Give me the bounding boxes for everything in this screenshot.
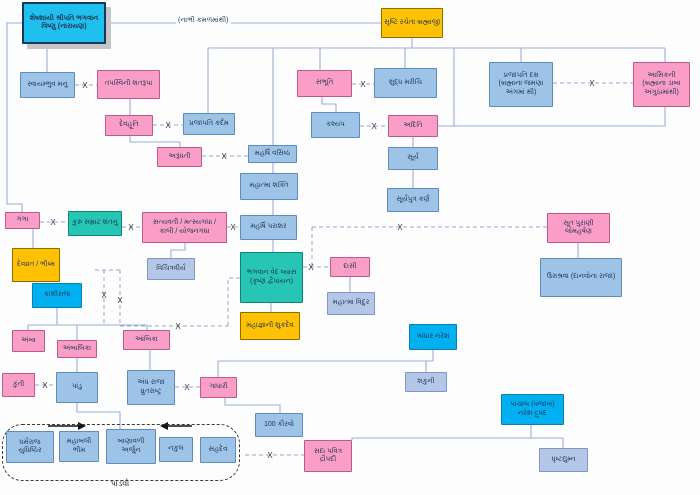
node-nakul: નકુલ (159, 437, 193, 462)
node-pandu: પાંડુ (56, 372, 98, 403)
marriage-x-mark: X (175, 322, 181, 331)
node-vishnu: શેષશાયી શ્રીપતિ ભગવાન વિષ્ણુ (નારાયણ) (22, 2, 106, 44)
marriage-x-mark: X (308, 263, 314, 272)
node-dhrishtadyumna: ધૃષ્ટદ્યુમ્ન (539, 448, 588, 472)
node-shakti: મહાત્મા શક્તિ (240, 173, 298, 200)
node-kunti: કુંતી (2, 373, 35, 397)
node-vidur: મહાત્મા વિદુર (327, 292, 375, 315)
node-kashyap: કશ્યપ (311, 112, 360, 138)
marriage-x-mark: X (165, 121, 171, 130)
node-dhritarashtra: અંધ રાજા ધ્રુતરાષ્ટ્ર (127, 370, 175, 405)
node-kashiraj: કાશીરાજ (32, 283, 82, 308)
node-devahuti: દેવહૂતિ (105, 115, 153, 136)
marriage-x-mark: X (117, 296, 123, 305)
node-shakuni: શકુની (405, 372, 447, 392)
marriage-x-mark: X (42, 381, 48, 390)
node-amba: અંબા (12, 330, 45, 352)
marriage-x-mark: X (589, 79, 595, 88)
node-shatrupa: તપસ્વિની શતરૂપા (97, 70, 160, 99)
node-satyavati: સત્યવતી / મત્સ્યગંધા / કાલી / યોજનગંધા (142, 212, 227, 243)
marriage-x-mark: X (371, 122, 377, 131)
node-brahma: સૃષ્ટિ રચેતા બ્રહ્માજી (381, 8, 443, 38)
node-ved-vyas: ભગવાન વેદ વ્યાસ (કૃષ્ણ દ્વૈપાયન) (240, 252, 303, 303)
marriage-x-mark: X (230, 223, 236, 232)
node-gandhar-naresh: ગાંધાર નરેશ (409, 324, 457, 350)
pandavas-group-label: પાંડવો (110, 479, 130, 488)
pandavas-group (2, 424, 240, 481)
node-shantanu: કુરુ સમ્રાટ શંતનુ (68, 211, 122, 236)
marriage-x-mark: X (184, 383, 190, 392)
node-marichi: શુદ્ધ મરીચિ (374, 68, 437, 98)
marriage-x-mark: X (360, 80, 366, 89)
node-surya: સૂર્ય (388, 147, 438, 170)
node-bhim: મહાબલી ભીમ (59, 431, 99, 462)
marriage-x-mark: X (267, 451, 273, 460)
node-kardam: પ્રજાપતિ કર્દમ (183, 113, 235, 135)
marriage-x-mark: X (82, 81, 88, 90)
node-aditi: અદિતિ (388, 115, 438, 137)
node-ambalika: અંબાલિકા (57, 340, 97, 358)
node-lomharshan: સૂત પુરાણી લોમહર્ષણ (547, 213, 610, 243)
node-swayambhuv-manu: સ્વાયમ્ભુવ મનુ (20, 72, 75, 98)
node-karna: સૂર્યપુત્ર કર્ણ (387, 188, 439, 212)
marriage-x-mark: X (397, 223, 403, 232)
node-arjun: બાણાવળી અર્જુન (106, 429, 156, 464)
node-sahadev: સહદેવ (200, 437, 236, 463)
node-drupad: પાંચાલ (પંજાબ) નરેશ દ્રુપદ (501, 394, 564, 425)
node-gandhari: ગાંધારી (200, 377, 237, 398)
lotus-note-label: (નાભી કમળમાંથી) (176, 17, 231, 25)
marriage-x-mark: X (128, 223, 134, 232)
marriage-x-mark: X (50, 218, 56, 227)
node-vichitravirya: વિચિત્રવીર્ય (147, 258, 195, 280)
node-daksha: પ્રજાપતિ દક્ષ (બ્રહ્માના જમણા અંગમાં થી) (489, 62, 553, 107)
node-asikni: આસિકની (બ્રહ્માના ડાબા અંગુઠામાંથી) (633, 62, 690, 107)
node-vasishtha: મહર્ષિ વસિષ્ઠ (248, 145, 297, 163)
node-sambhuti: સંભૂતિ (297, 70, 352, 97)
node-ugrashrava: ઉગ્રશ્રવા (દાનવોના રાજા) (540, 258, 622, 297)
node-ganga: ગંગા (5, 212, 40, 229)
node-draupadi: સદા પવિત્ર દ્રૌપદી (304, 440, 352, 472)
node-arundhati: અરૂંધતી (157, 147, 202, 167)
node-yudhishthir: ધર્મરાજ યુધિષ્ઠિર (6, 431, 54, 463)
marriage-x-mark: X (221, 152, 227, 161)
node-ambika: આંબિકા (123, 330, 170, 350)
node-dasi: દાસી (330, 257, 370, 277)
marriage-x-mark: X (101, 291, 107, 300)
node-shukdev: મહાજ્ઞાની શુકદેવ (240, 312, 300, 340)
node-parashar: મહર્ષિ પરાશર (240, 215, 297, 240)
node-bhishma: દેવવ્રત / ભીષ્મ (12, 248, 60, 282)
node-100-kauravo: 100 કૌરવો (255, 413, 303, 437)
